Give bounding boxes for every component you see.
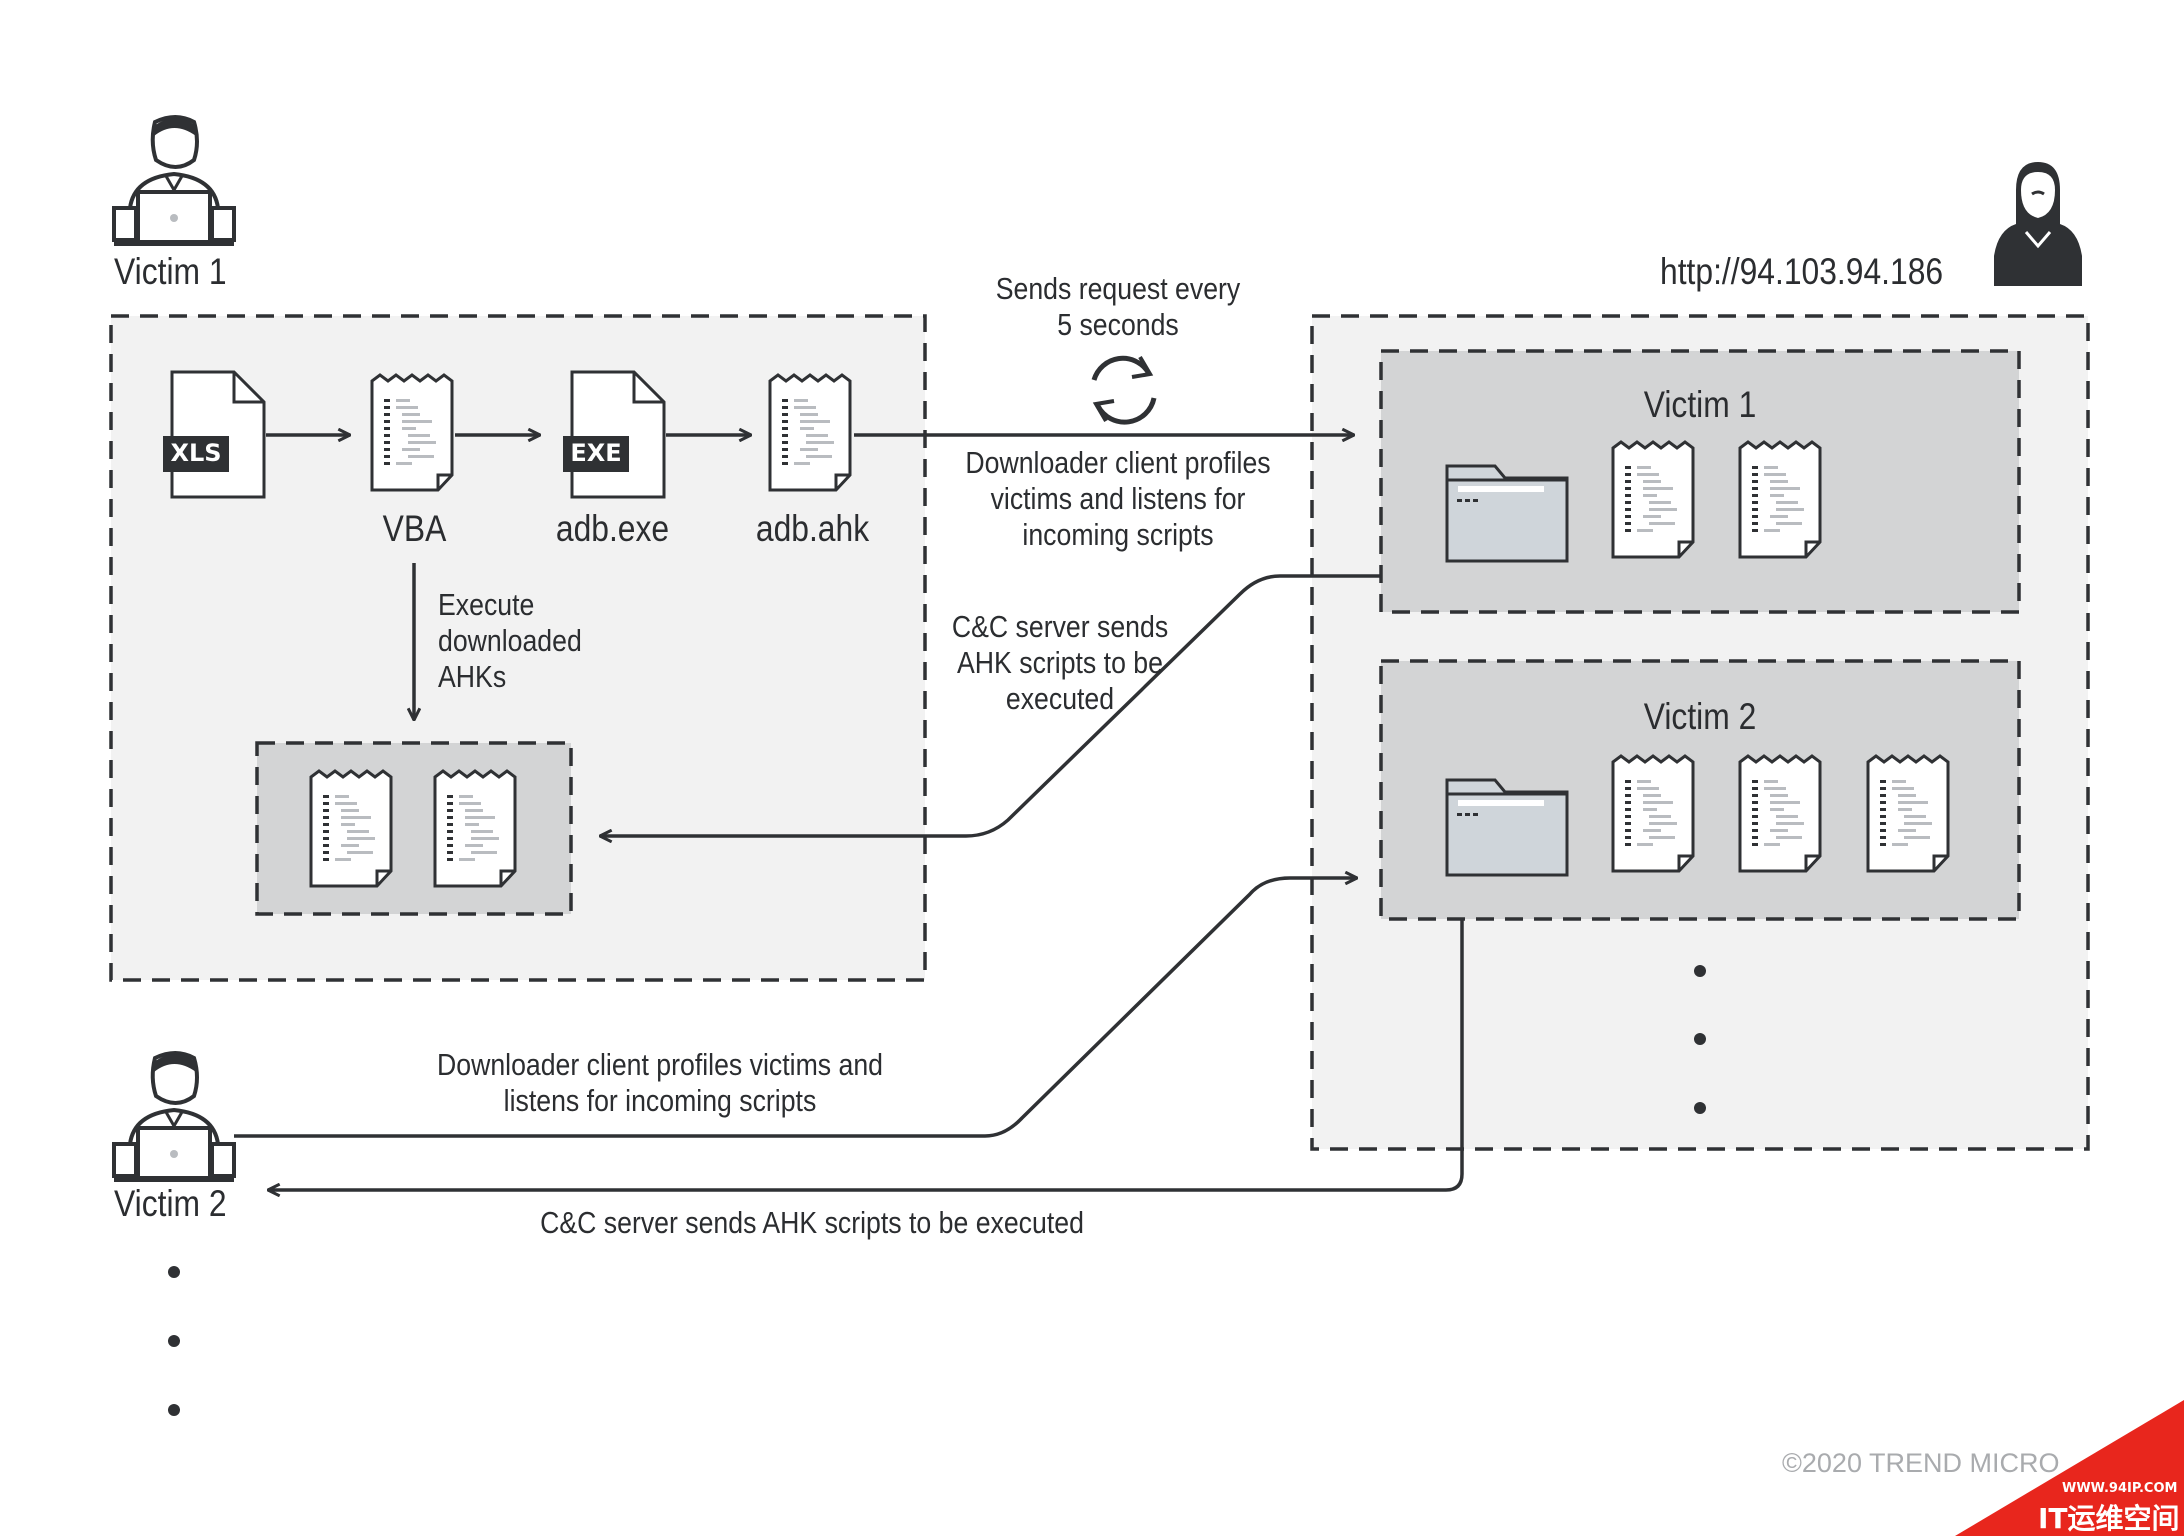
victim2-person-icon (112, 1051, 236, 1184)
vba-doc-icon (370, 373, 454, 492)
xls-tag: XLS (170, 439, 222, 467)
downloaded-script-icon (309, 769, 393, 888)
refresh-icon (1091, 355, 1157, 425)
request-note: Sends request every 5 seconds (995, 271, 1241, 342)
more-victims-dots (168, 965, 1706, 1416)
victim2-label: Victim 2 (114, 1183, 227, 1224)
script-icon (1738, 440, 1822, 559)
flow-arrows (234, 435, 1464, 1190)
vba-label: VBA (382, 508, 447, 549)
script-icon (1611, 440, 1695, 559)
watermark-url: WWW.94IP.COM (2062, 1481, 2178, 1496)
execute-note: Execute downloaded AHKs (438, 587, 582, 694)
script-icon (1738, 754, 1822, 873)
exe-label: adb.exe (555, 508, 670, 549)
ahk-label: adb.ahk (755, 508, 870, 549)
copyright: ©2020 TREND MICRO (1782, 1448, 2060, 1478)
exe-file-icon (563, 370, 666, 499)
downloaded-script-icon (433, 769, 517, 888)
downloaded-ahk-box (255, 741, 573, 916)
exe-tag: EXE (570, 439, 622, 467)
victim1-person-icon (112, 115, 236, 248)
cnc-note-1: C&C server sends AHK scripts to be execu… (951, 609, 1169, 716)
watermark-name: IT运维空间 (2038, 1502, 2180, 1535)
ahk-doc-icon (768, 373, 852, 492)
script-icon (1611, 754, 1695, 873)
server-box-1-title: Victim 1 (1643, 384, 1757, 425)
server-box-2-title: Victim 2 (1643, 696, 1757, 737)
profile-note-2: Downloader client profiles victims and l… (436, 1047, 884, 1118)
cnc-note-2: C&C server sends AHK scripts to be execu… (540, 1205, 1084, 1240)
victim1-label: Victim 1 (114, 251, 227, 292)
attacker-icon (1992, 160, 2084, 288)
script-icon (1866, 754, 1950, 873)
watermark-triangle (1955, 1400, 2184, 1536)
profile-note-1: Downloader client profiles victims and l… (965, 445, 1271, 552)
folder-icon (1445, 778, 1569, 877)
xls-file-icon (163, 370, 266, 499)
server-url: http://94.103.94.186 (1660, 251, 1944, 292)
folder-icon (1445, 464, 1569, 563)
